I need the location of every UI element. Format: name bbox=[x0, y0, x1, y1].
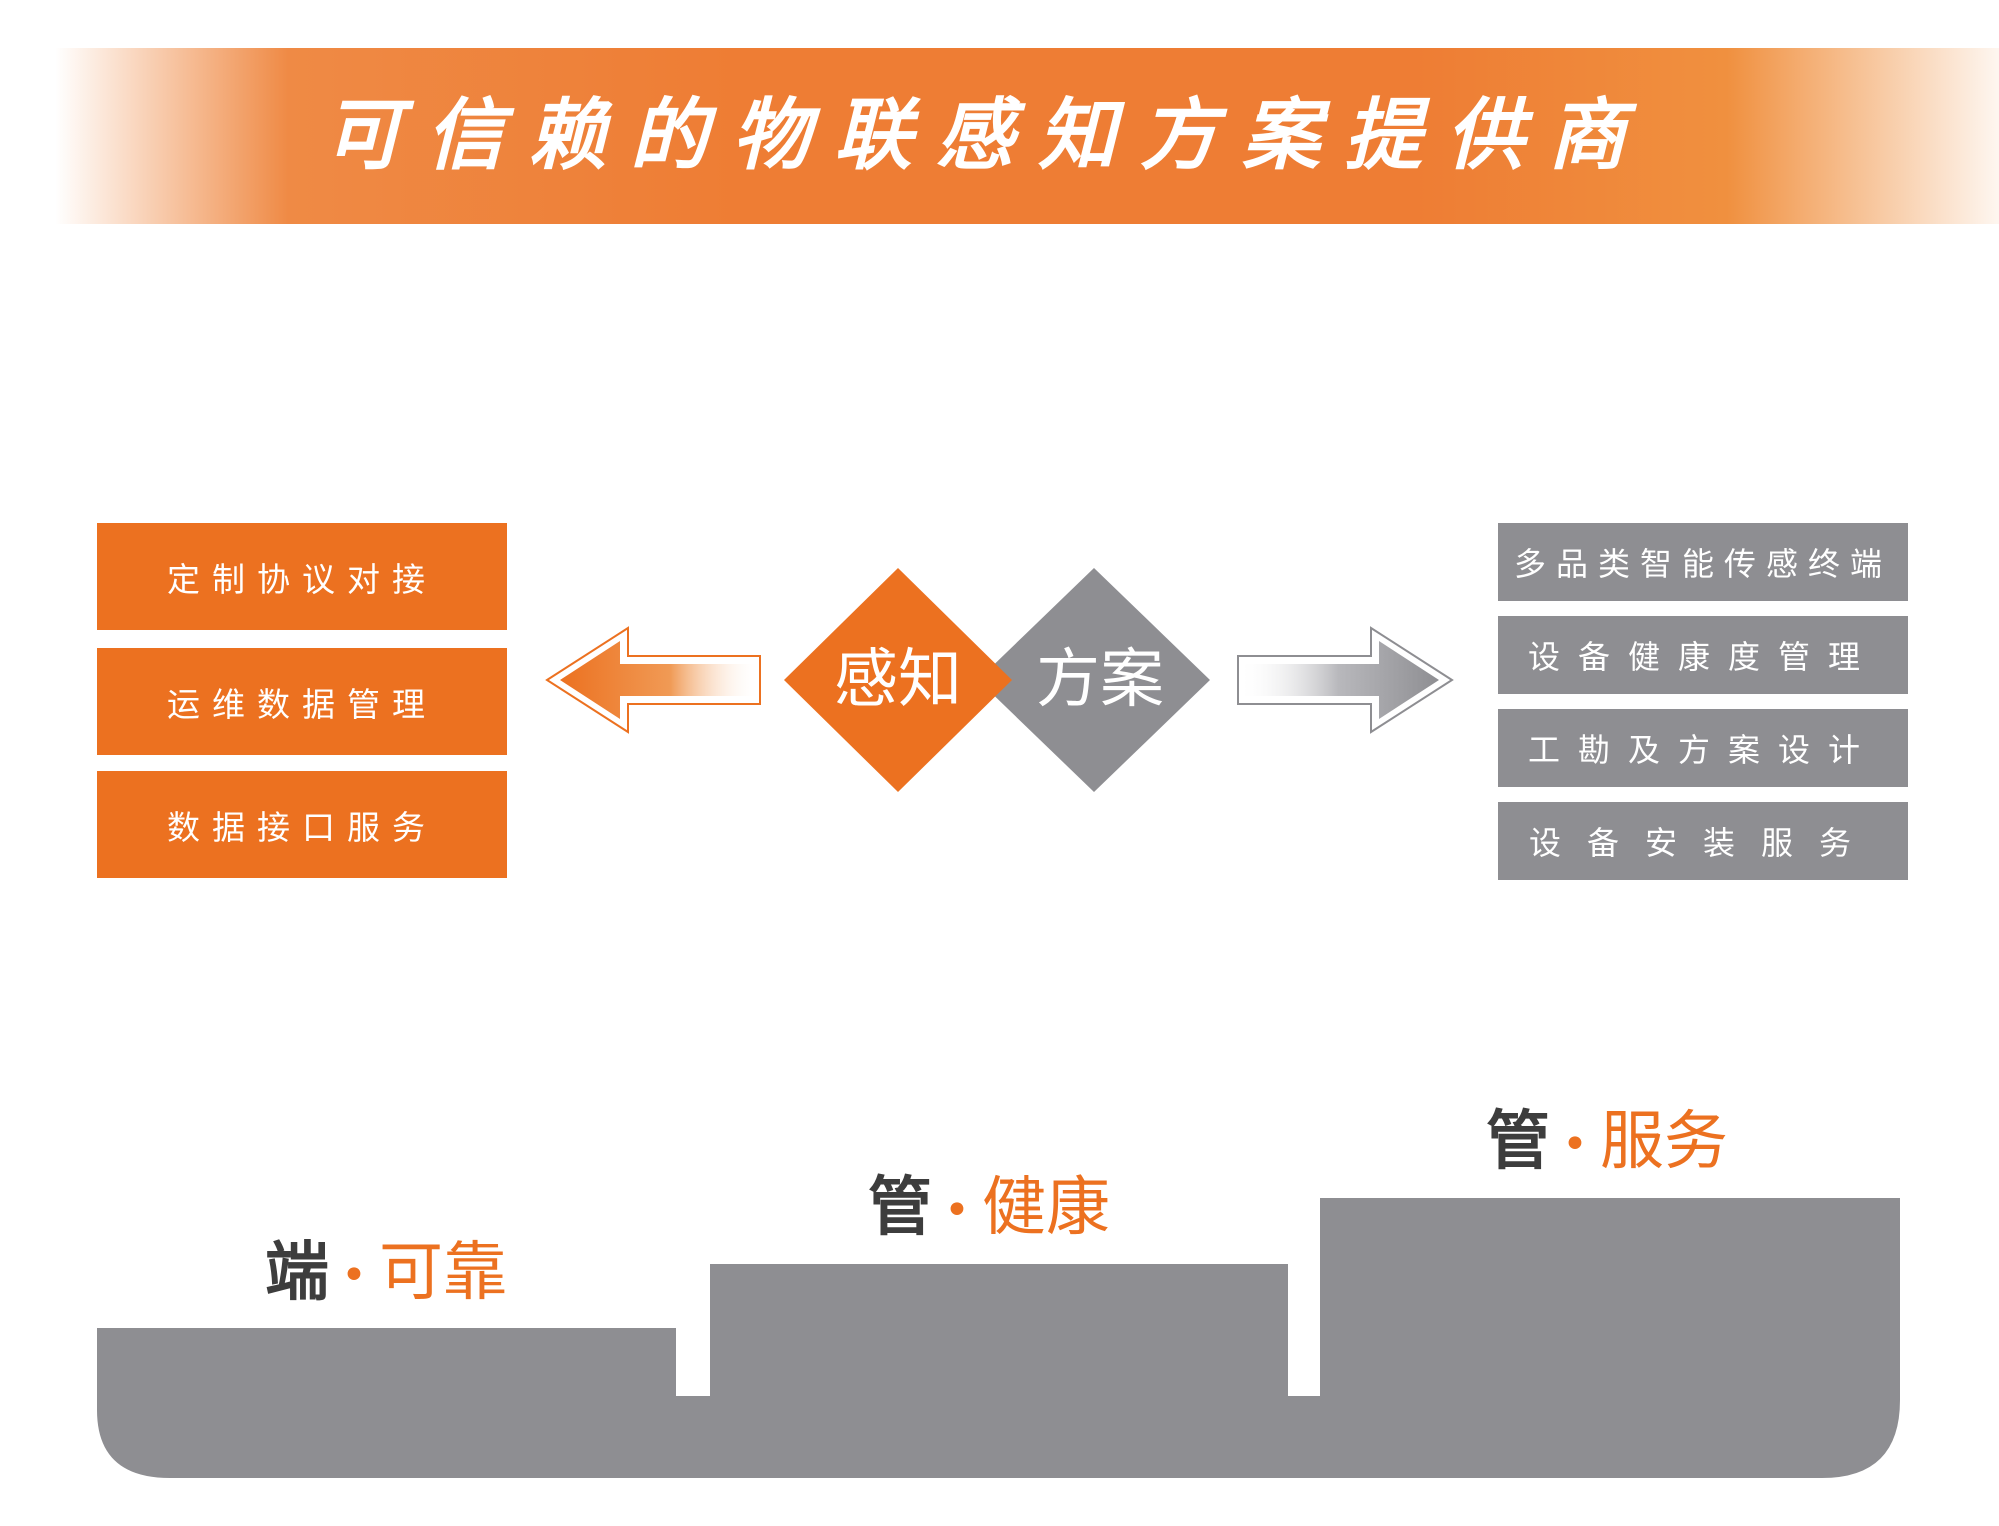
left-arrow-icon bbox=[545, 626, 761, 734]
step-key: 管 bbox=[1486, 1105, 1550, 1179]
header-banner: 可信赖的物联感知方案提供商 bbox=[55, 48, 1999, 224]
perception-label: 感知 bbox=[834, 643, 962, 717]
step-value: 服务 bbox=[1599, 1105, 1728, 1179]
step-label-service: 管•服务 bbox=[1486, 1097, 1728, 1187]
perception-diamond bbox=[784, 568, 1012, 792]
left-item-ops-data: 运维数据管理 bbox=[97, 648, 507, 755]
step-dot: • bbox=[944, 1185, 970, 1237]
step-key: 管 bbox=[868, 1171, 932, 1245]
left-item-protocol: 定制协议对接 bbox=[97, 523, 507, 630]
page-title: 可信赖的物联感知方案提供商 bbox=[323, 91, 1650, 181]
right-item-install: 设备安装服务 bbox=[1498, 802, 1908, 880]
step-value: 可靠 bbox=[378, 1236, 507, 1310]
steps-platform bbox=[97, 1198, 1900, 1478]
solution-label: 方案 bbox=[1036, 643, 1164, 717]
left-item-data-api: 数据接口服务 bbox=[97, 771, 507, 878]
right-arrow-icon bbox=[1237, 626, 1454, 734]
step-dot: • bbox=[341, 1250, 367, 1302]
step-key: 端 bbox=[265, 1236, 329, 1310]
right-item-survey: 工勘及方案设计 bbox=[1498, 709, 1908, 787]
step-label-terminal: 端•可靠 bbox=[265, 1228, 507, 1318]
solution-diamond bbox=[978, 568, 1210, 792]
right-item-sensors: 多品类智能传感终端 bbox=[1498, 523, 1908, 601]
right-item-health: 设备健康度管理 bbox=[1498, 616, 1908, 694]
step-label-health: 管•健康 bbox=[868, 1163, 1110, 1253]
step-value: 健康 bbox=[981, 1171, 1110, 1245]
step-dot: • bbox=[1562, 1119, 1588, 1171]
